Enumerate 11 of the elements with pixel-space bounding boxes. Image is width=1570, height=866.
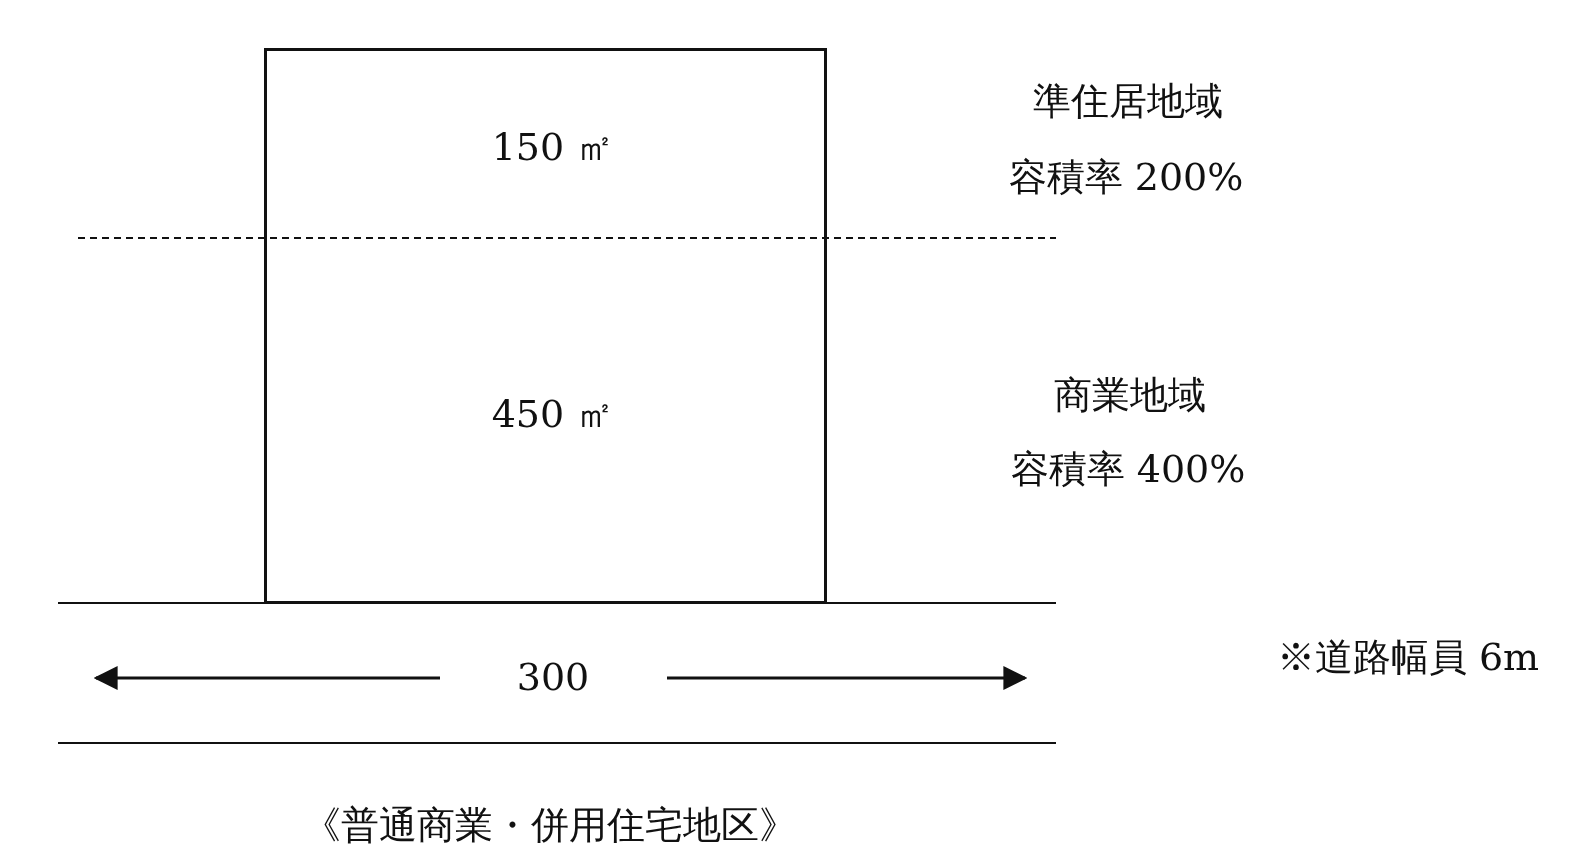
- road-width-note: ※道路幅員 6m: [1276, 637, 1540, 679]
- area-label: 150 ㎡: [491, 127, 615, 169]
- road-band: [58, 602, 1056, 744]
- floor-area-ratio: 容積率 400%: [1010, 449, 1246, 491]
- zone-name: 準住居地域: [1033, 81, 1223, 123]
- floor-area-ratio: 容積率 200%: [1008, 157, 1244, 199]
- zone-name: 商業地域: [1054, 375, 1206, 417]
- road-price-label: 300: [516, 657, 590, 699]
- area-label: 450 ㎡: [491, 394, 615, 436]
- caption: 《普通商業・併用住宅地区》: [303, 805, 797, 847]
- lot-outline: [264, 48, 827, 604]
